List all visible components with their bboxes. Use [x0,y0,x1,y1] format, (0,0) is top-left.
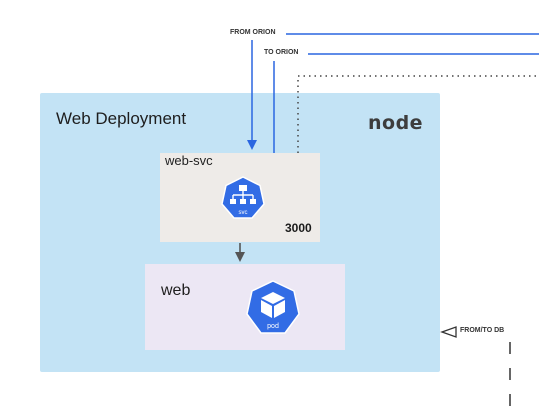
service-title: web-svc [165,153,213,168]
nodejs-logo: node [368,112,423,134]
from-orion-label: FROM ORION [230,29,276,36]
pod-title: web [161,282,191,299]
nodejs-logo-text: node [368,112,424,134]
pod-icon: pod [246,280,300,334]
service-icon-label: svc [239,210,248,216]
service-icon: svc [221,176,265,219]
dotted-link [297,75,539,153]
pod-icon-label: pod [267,323,279,330]
db-arrowhead [440,326,457,338]
svc-to-pod-arrowhead [235,252,245,262]
deployment-title: Web Deployment [56,109,187,128]
service-port: 3000 [285,221,312,235]
from-orion-arrowhead [247,140,257,150]
to-orion-label: TO ORION [264,49,299,56]
pod-box [145,264,345,350]
db-connection-label: FROM/TO DB [460,327,505,334]
